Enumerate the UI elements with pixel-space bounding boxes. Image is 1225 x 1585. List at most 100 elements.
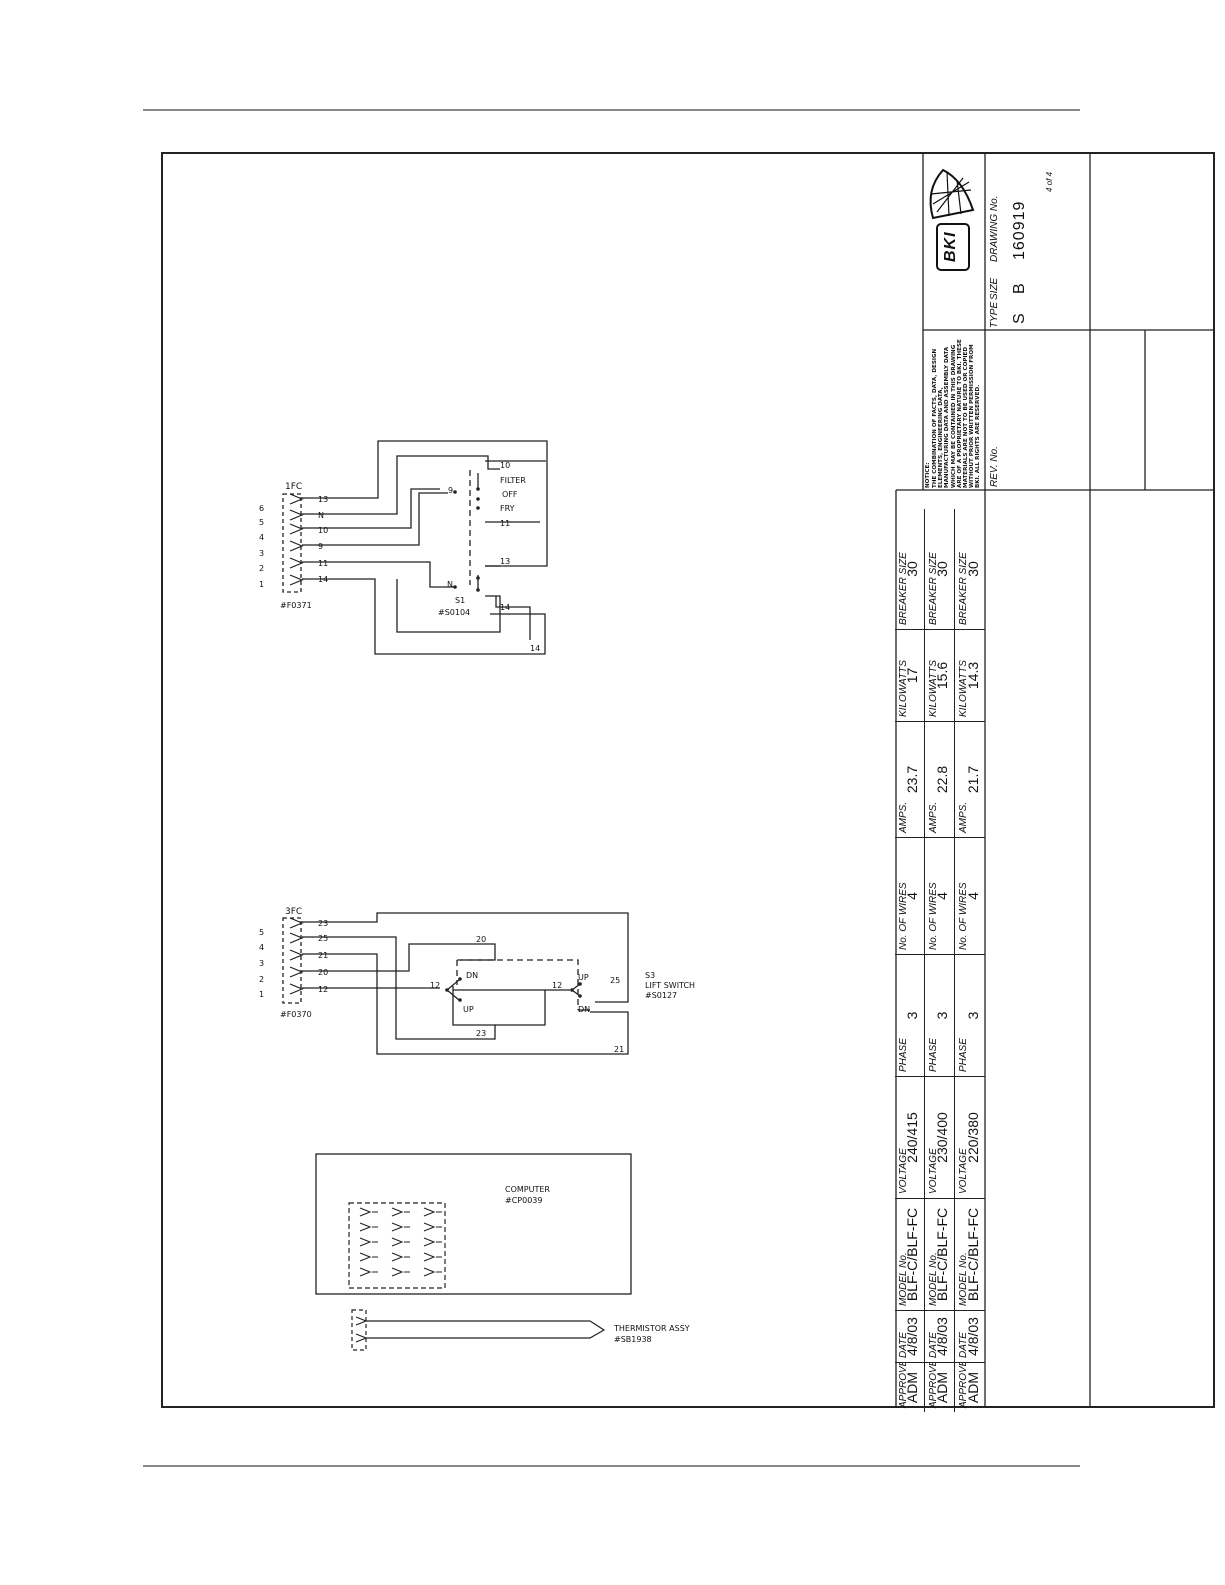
spec-value: 230/400 [934,1112,950,1163]
plug-1fc-pin-numbers: 6 5 4 3 2 1 [259,504,264,589]
connector-pin [423,1207,442,1217]
type-label: TYPE [989,301,1000,328]
type-value: S [1011,312,1028,324]
s1-terminal: 11 [500,519,510,528]
pin-number: 5 [259,928,264,937]
wire-number: 25 [318,934,328,943]
computer-box [315,1153,632,1295]
connector-pin [391,1267,410,1277]
plug-1fc-part: #F0371 [280,601,312,610]
s3-terminal: 12 [430,981,440,990]
connector-pin [423,1237,442,1247]
connector-pin [391,1252,410,1262]
spec-value: 3 [965,1011,981,1020]
spec-cell-model-no: MODEL No.BLF-C/BLF-FC [925,1198,955,1310]
s3-terminal: DN [578,1005,590,1014]
spec-value: 4/8/03 [934,1317,950,1356]
pin-number: 2 [259,564,264,573]
s3-terminal: 25 [610,976,620,985]
connector-pin [391,1237,410,1247]
spec-value: 21.7 [965,765,981,794]
connector-pin [391,1222,410,1232]
wire-number: 21 [318,951,328,960]
s1-terminal: N [447,580,453,589]
wire-number: 11 [318,559,328,568]
pin-number: 2 [259,975,264,984]
s3-labels: 20 DN 12 UP 23 12 UP 25 DN 21 S3 LIFT SW… [430,935,695,1054]
plug-3fc-label: 3FC [285,907,302,917]
wire-number: 9 [318,542,323,551]
spec-value: 14.3 [965,661,981,690]
s3-terminal: UP [578,973,589,982]
s3-wiring [282,912,629,1055]
spec-value: 3 [904,1011,920,1020]
s3-terminal: 21 [614,1045,624,1054]
spec-value: BLF-C/BLF-FC [965,1207,981,1302]
pin-number: 4 [259,533,264,542]
spec-cell-model-no: MODEL No.BLF-C/BLF-FC [895,1198,925,1310]
logo-text: BKI [942,231,959,262]
size-label: SIZE [989,277,1000,300]
thermistor-part: #SB1938 [614,1335,652,1344]
connector-pin [359,1252,378,1262]
notice-title: NOTICE: [925,462,931,489]
plug-3fc-pins [289,917,304,995]
thermistor-connector [351,1309,367,1351]
spec-cell-amps: AMPS.21.7 [955,721,985,837]
spec-value: 30 [904,561,920,577]
spec-value: 4 [904,892,920,900]
plug-3fc-wire-numbers: 23 25 21 20 12 [318,919,328,994]
spec-value: 23.7 [904,765,920,794]
s1-terminal: 10 [500,461,510,470]
wire-number: 13 [318,495,328,504]
s3-terminal: 20 [476,935,486,944]
plug-1fc-wire-numbers: 13 N 10 9 11 14 [318,495,328,584]
size-value: B [1011,282,1028,294]
spec-value: 3 [934,1011,950,1020]
spec-value: 17 [904,667,920,684]
pin-number: 4 [259,943,264,952]
spec-value: 30 [965,561,981,577]
connector-pin [359,1237,378,1247]
logo-area: BKI [923,154,985,330]
plug-1fc-pins [289,493,304,586]
spec-value: ADM [934,1371,950,1404]
s3-label: S3 [645,971,655,980]
drawing-no-value: 160919 [1011,200,1028,260]
header-rule [143,109,1080,111]
s1-wiring [282,440,548,655]
pin-number: 1 [259,990,264,999]
thermistor-label: THERMISTOR ASSY [613,1324,690,1333]
plug-1fc-body [282,493,302,593]
wire-number: N [318,511,324,520]
footer-rule [143,1465,1080,1467]
computer-label: COMPUTER [505,1185,550,1194]
s3-contacts [445,977,582,1002]
notice-area: NOTICE: THE COMBINATION OF FACTS, DATA, … [923,330,983,490]
s1-label: S1 [455,596,465,605]
pin-number: 5 [259,518,264,527]
spec-cell-amps: AMPS.23.7 [895,721,925,837]
sheet-number: 4 of 4 [1045,171,1054,192]
title-block-grid [895,153,1214,1407]
s3-terminal: UP [463,1005,474,1014]
spec-cell-model-no: MODEL No.BLF-C/BLF-FC [955,1198,985,1310]
s1-position-off: OFF [502,490,518,499]
